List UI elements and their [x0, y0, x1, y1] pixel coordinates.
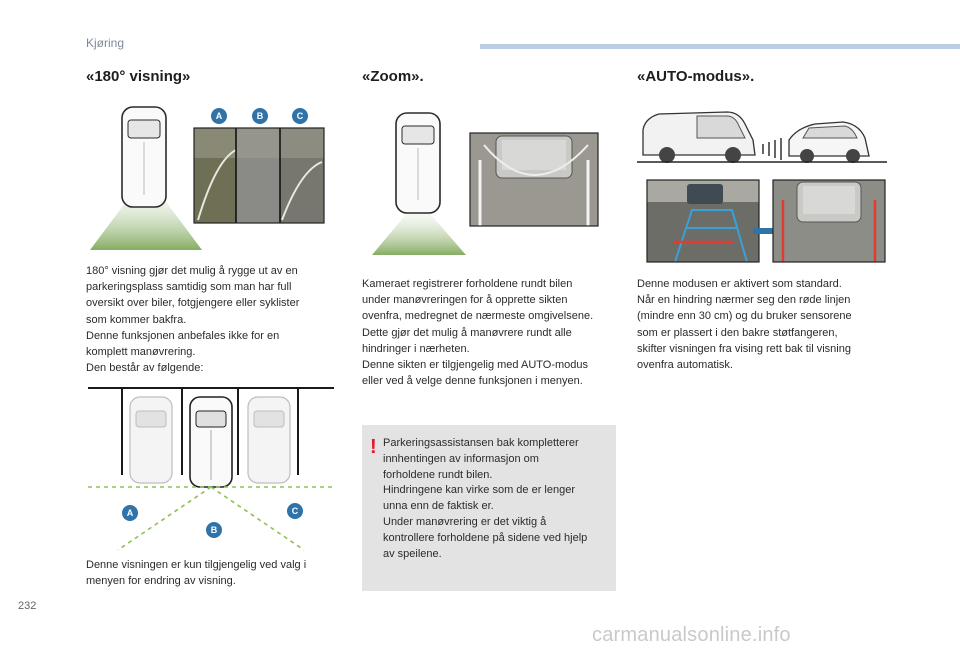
parking-sensor-waves-shape	[762, 138, 782, 160]
body-auto-description: Denne modusen er aktivert som standard. …	[637, 278, 852, 372]
watermark: carmanualsonline.info	[592, 624, 791, 646]
warning-note-text: Parkeringsassistansen bak kompletterer i…	[383, 437, 588, 560]
badge-b-diagram: B	[206, 522, 222, 538]
parked-van-right-shape	[247, 396, 291, 484]
van-topview-shape	[121, 106, 167, 208]
badge-b: B	[252, 108, 268, 124]
car-side-shape	[788, 121, 870, 163]
warning-icon: !	[370, 436, 377, 458]
view-cone-shape	[372, 200, 466, 255]
badge-c-diagram: C	[287, 503, 303, 519]
illustration-180-view	[90, 106, 325, 250]
section-header: Kjøring	[86, 36, 125, 50]
body-zoom-description: Kameraet registrerer forholdene rundt bi…	[362, 278, 594, 388]
zoom-camera-panel	[469, 132, 599, 227]
badge-c: C	[292, 108, 308, 124]
page-number: 232	[18, 600, 37, 612]
title-180-view: «180° visning»	[86, 68, 191, 85]
badge-a-diagram: A	[122, 505, 138, 521]
view-cone-shape	[90, 175, 202, 250]
title-zoom: «Zoom».	[362, 68, 424, 85]
badge-a: A	[211, 108, 227, 124]
body-180-description: 180° visning gjør det mulig å rygge ut a…	[86, 265, 300, 375]
header-accent-bar	[480, 44, 960, 49]
body-180-availability: Denne visningen er kun tilgjengelig ved …	[86, 559, 307, 588]
top-camera-panel	[772, 179, 886, 263]
parked-van-left-shape	[129, 396, 173, 484]
warning-note-box	[362, 425, 616, 591]
rear-camera-panel	[646, 179, 760, 263]
title-auto-mode: «AUTO-modus».	[637, 68, 755, 85]
van-topview-shape	[395, 112, 441, 214]
illustration-parking-diagram	[88, 387, 334, 551]
active-van-shape	[189, 396, 233, 488]
illustration-zoom	[372, 112, 599, 255]
van-side-shape	[642, 111, 756, 163]
illustration-auto-mode	[637, 111, 887, 263]
camera-panels	[193, 127, 325, 224]
